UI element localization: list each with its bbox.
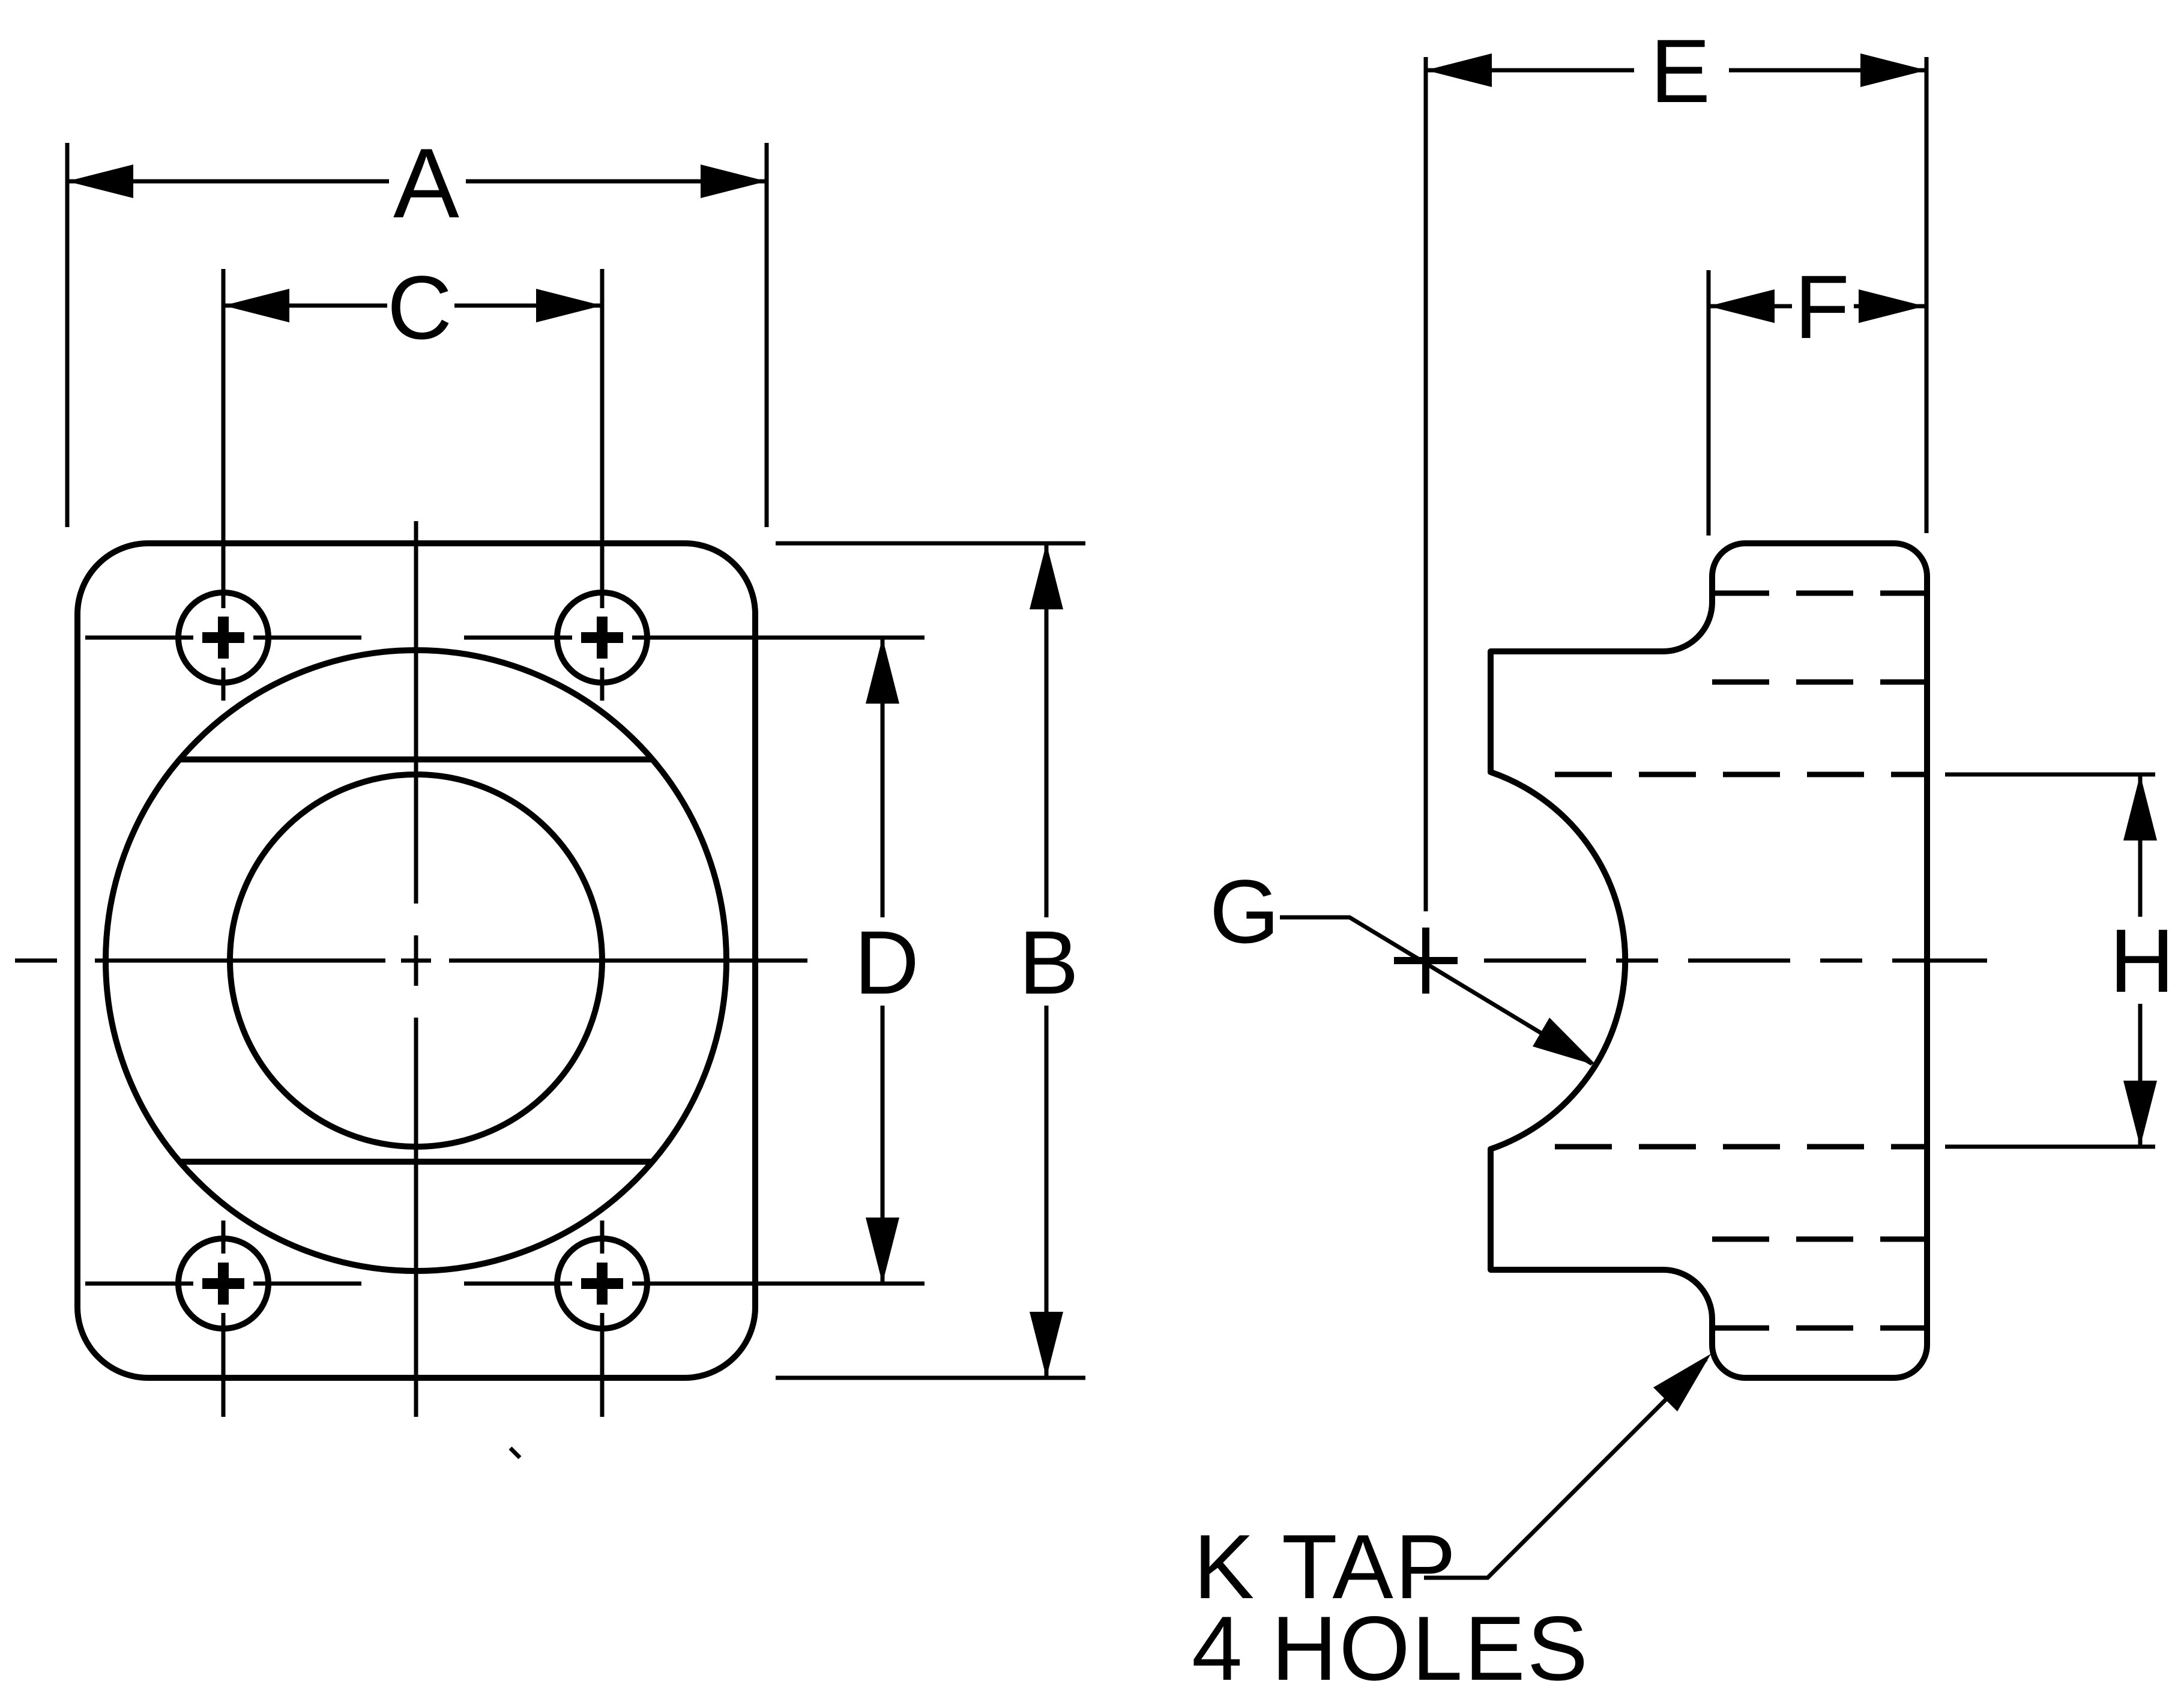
dim-label-a: A <box>393 128 460 238</box>
sphere-center-mark <box>1394 928 1458 994</box>
dim-label-d: D <box>854 912 920 1013</box>
hole-centerlines <box>464 269 925 701</box>
arrowhead <box>1653 1354 1711 1411</box>
leader-line <box>1424 1357 1708 1580</box>
arrowhead-right <box>701 164 767 198</box>
extension-lines <box>65 143 769 527</box>
front-centerlines <box>15 521 807 1417</box>
dimension-e: E <box>1423 20 1929 911</box>
dim-label-c: C <box>387 257 453 358</box>
arrowhead-left <box>67 164 133 198</box>
leader-line <box>1280 915 1593 1066</box>
dim-label-h: H <box>2110 910 2176 1011</box>
extension-lines <box>1423 57 1929 911</box>
extension-lines <box>776 541 1085 1380</box>
arrowhead-top <box>866 638 899 704</box>
arrowhead-bottom <box>866 1218 899 1284</box>
dimension-c: C <box>223 257 602 358</box>
bolt-hole-top-left <box>85 269 361 701</box>
arrowhead-right <box>536 289 602 322</box>
arrowhead-left <box>1709 289 1775 323</box>
arrowhead-bottom <box>2123 1081 2157 1147</box>
dimension-f: F <box>1706 256 1925 536</box>
arrowhead-right <box>1859 289 1925 323</box>
dimension-h: H <box>1945 772 2176 1149</box>
note-line-1: K TAP <box>1193 1516 1458 1618</box>
hole-center-mark <box>202 1263 244 1305</box>
hole-center-mark <box>581 1263 623 1305</box>
bolt-hole-bottom-left <box>85 1221 361 1417</box>
arrowhead <box>1533 1018 1597 1066</box>
hole-centerlines <box>85 269 361 701</box>
front-view: A C D B <box>15 128 1085 1459</box>
bolt-hole-bottom-right <box>464 1221 925 1417</box>
extension-lines <box>1945 772 2155 1149</box>
tap-hole-hidden-lines-top <box>1712 590 1927 685</box>
dimension-a: A <box>65 128 769 527</box>
dim-label-f: F <box>1794 256 1851 357</box>
hole-centerlines <box>85 1221 361 1417</box>
side-profile-outline <box>1488 540 1930 1381</box>
hole-center-mark <box>581 617 623 659</box>
arrowhead-left <box>1426 53 1492 87</box>
arrowhead-left <box>223 289 289 322</box>
hole-center-mark <box>202 617 244 659</box>
dimension-d: D <box>854 638 920 1284</box>
arrowhead-top <box>1030 543 1063 609</box>
arrowhead-top <box>2123 774 2157 840</box>
bore-hidden-lines <box>1555 771 1927 1150</box>
scan-speck <box>508 1446 522 1459</box>
dim-label-b: B <box>1019 912 1080 1013</box>
dimension-g: G <box>1210 861 1597 1066</box>
dim-label-g: G <box>1210 861 1281 962</box>
hole-centerlines <box>464 1221 925 1417</box>
bolt-hole-top-right <box>464 269 925 701</box>
tap-note: K TAP 4 HOLES <box>1192 1354 1711 1681</box>
tap-hole-hidden-lines-bottom <box>1712 1236 1927 1331</box>
dimension-b: B <box>776 541 1085 1380</box>
arrowhead-right <box>1860 53 1926 87</box>
dim-label-e: E <box>1650 20 1712 121</box>
note-line-2: 4 HOLES <box>1192 1598 1590 1681</box>
arrowhead-bottom <box>1030 1312 1063 1378</box>
side-view: E F H G K TAP 4 HOLES <box>1192 20 2176 1681</box>
